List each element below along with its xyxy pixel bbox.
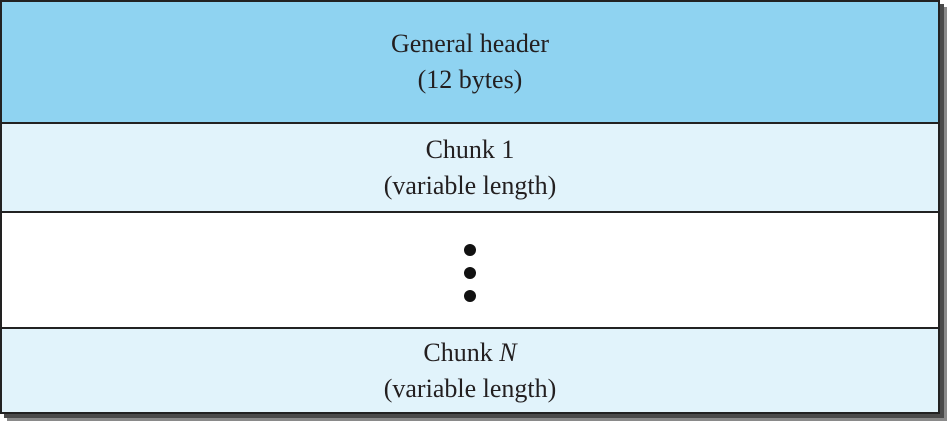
chunk-n-block: Chunk N (variable length) xyxy=(2,327,938,412)
vertical-ellipsis-icon xyxy=(464,238,476,302)
chunk-n-label-variable: N xyxy=(499,337,517,367)
chunk-1-block: Chunk 1 (variable length) xyxy=(2,122,938,211)
general-header-label: General header xyxy=(390,29,550,58)
general-header-block: General header (12 bytes) xyxy=(2,2,938,122)
ellipsis-dot xyxy=(464,267,476,279)
packet-format-diagram: General header (12 bytes) Chunk 1 (varia… xyxy=(0,0,940,414)
chunk-1-size: (variable length) xyxy=(383,170,557,200)
chunk-1-label: Chunk 1 xyxy=(425,134,515,164)
chunk-n-label: Chunk N xyxy=(423,335,516,371)
chunk-n-label-prefix: Chunk xyxy=(423,337,500,367)
chunk-n-size: (variable length) xyxy=(383,373,557,403)
general-header-size: (12 bytes) xyxy=(417,65,523,94)
ellipsis-dot xyxy=(464,244,476,256)
ellipsis-dot xyxy=(464,290,476,302)
omitted-chunks-block xyxy=(2,211,938,327)
